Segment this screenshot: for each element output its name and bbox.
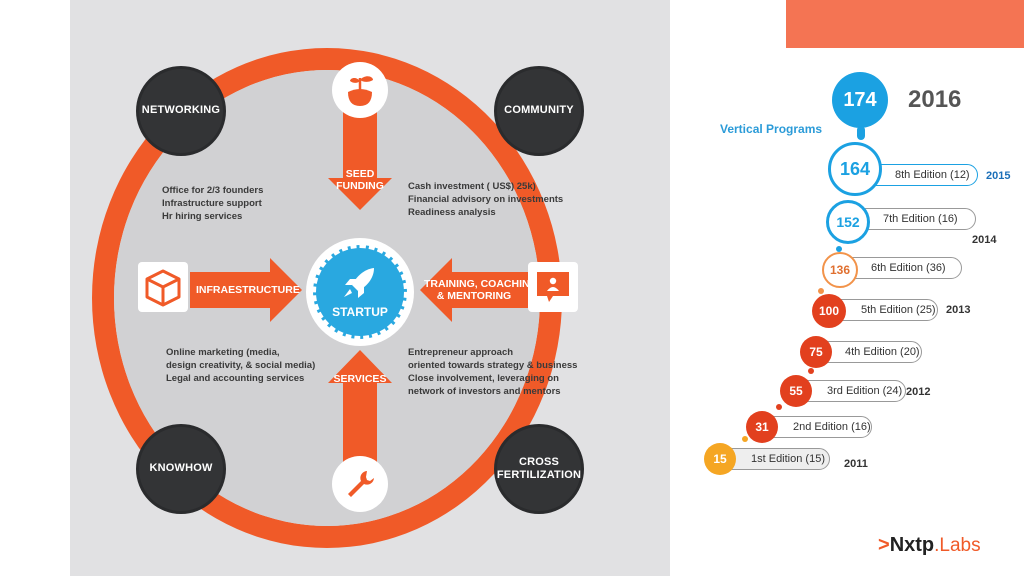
edition-number-circle: 136: [822, 252, 858, 288]
edition-pill: 2nd Edition (16): [760, 416, 872, 438]
edition-label: 5th Edition (25): [861, 304, 936, 316]
seed-arrow: [328, 112, 392, 210]
edition-label: 1st Edition (15): [751, 453, 825, 465]
wrench-icon: [348, 471, 374, 497]
timeline-dot: [776, 404, 782, 410]
cube-icon: [145, 269, 181, 307]
edition-number: 31: [755, 420, 769, 434]
edition-label: 6th Edition (36): [871, 262, 946, 274]
edition-label: 8th Edition (12): [895, 169, 970, 181]
edition-year: 2013: [946, 304, 971, 316]
cross-fertilization-circle: CROSS FERTILIZATION: [494, 424, 584, 514]
text-line: Online marketing (media,: [166, 347, 280, 358]
logo-suffix: .Labs: [934, 535, 981, 556]
edition-pill: 5th Edition (25): [828, 299, 938, 321]
edition-year: 2012: [906, 386, 931, 398]
bottom-left-text: Online marketing (media, design creativi…: [166, 346, 315, 385]
edition-number-circle: 152: [826, 200, 870, 244]
edition-number: 164: [839, 158, 871, 179]
edition-pill: 6th Edition (36): [838, 257, 962, 279]
edition-pill: 3rd Edition (24): [794, 380, 906, 402]
top-right-text: Cash investment ( US$) 25k) Financial ad…: [408, 180, 563, 219]
edition-number-circle: 164: [828, 142, 882, 196]
top-accent-bar: [786, 0, 1024, 48]
edition-pill: 7th Edition (16): [850, 208, 976, 230]
edition-year: 2011: [844, 458, 868, 470]
services-arrow: [328, 350, 392, 470]
vertical-programs-label: Vertical Programs: [720, 122, 823, 136]
top-number-circle: 174: [832, 72, 888, 128]
edition-pill: 4th Edition (20): [812, 341, 922, 363]
top-year: 2016: [908, 86, 962, 113]
networking-label: NETWORKING: [141, 104, 221, 117]
edition-number-circle: 100: [812, 294, 846, 328]
rocket-icon: [344, 268, 374, 298]
networking-circle: NETWORKING: [136, 66, 226, 156]
infra-icon-box: [138, 262, 188, 312]
startup-badge: STARTUP: [306, 238, 414, 346]
edition-number: 136: [829, 263, 851, 277]
knowhow-label: KNOWHOW: [149, 462, 213, 475]
text-line: design creativity, & social media): [166, 360, 316, 371]
edition-label: 2nd Edition (16): [793, 421, 871, 433]
startup-label: STARTUP: [332, 305, 388, 319]
edition-year: 2014: [972, 234, 997, 246]
edition-number-circle: 75: [800, 336, 832, 368]
text-line: Close involvement, leveraging on: [408, 373, 559, 384]
cross-fertilization-label: CROSS FERTILIZATION: [496, 455, 582, 481]
nxtp-labs-logo: >Nxtp.Labs: [878, 534, 981, 557]
edition-label: 3rd Edition (24): [827, 385, 903, 397]
community-circle: COMMUNITY: [494, 66, 584, 156]
training-icon-box: [528, 262, 578, 312]
bottom-right-text: Entrepreneur approach oriented towards s…: [408, 346, 577, 398]
text-line: Office for 2/3 founders: [162, 185, 264, 196]
timeline-dot: [818, 288, 824, 294]
edition-number-circle: 31: [746, 411, 778, 443]
timeline-connector: [857, 126, 865, 140]
edition-number-circle: 15: [704, 443, 736, 475]
logo-caret: >: [878, 534, 890, 556]
seed-funding-label: SEED FUNDING: [336, 168, 384, 193]
text-line: Readiness analysis: [408, 207, 496, 218]
text-line: Hr hiring services: [162, 211, 243, 222]
edition-pill: 1st Edition (15): [718, 448, 830, 470]
training-label: TRAINING, COACHING & MENTORING: [424, 278, 538, 303]
edition-number: 75: [809, 345, 823, 359]
edition-number: 100: [818, 304, 840, 318]
presentation-icon: [537, 272, 569, 302]
timeline-dot: [836, 246, 842, 252]
seedling-icon: [348, 76, 373, 106]
top-left-text: Office for 2/3 founders Infrastructure s…: [162, 184, 263, 223]
infra-arrow: [190, 258, 302, 322]
edition-number: 15: [713, 452, 727, 466]
services-icon-circle: [332, 456, 388, 512]
text-line: oriented towards strategy & business: [408, 360, 578, 371]
timeline-dot: [742, 436, 748, 442]
edition-number: 152: [836, 214, 860, 230]
infraestructure-label: INFRAESTRUCTURE: [196, 284, 300, 296]
training-arrow: [420, 258, 530, 322]
startup-inner: STARTUP: [313, 245, 407, 339]
text-line: Legal and accounting services: [166, 373, 305, 384]
knowhow-circle: KNOWHOW: [136, 424, 226, 514]
edition-label: 4th Edition (20): [845, 346, 920, 358]
edition-year: 2015: [986, 170, 1011, 182]
edition-number-circle: 55: [780, 375, 812, 407]
text-line: Infrastructure support: [162, 198, 262, 209]
edition-label: 7th Edition (16): [883, 213, 958, 225]
top-number: 174: [843, 88, 877, 111]
text-line: Cash investment ( US$) 25k): [408, 181, 536, 192]
text-line: Entrepreneur approach: [408, 347, 514, 358]
community-label: COMMUNITY: [504, 104, 574, 117]
services-label: SERVICES: [333, 373, 387, 385]
seed-icon-circle: [332, 62, 388, 118]
edition-pill: 8th Edition (12): [862, 164, 978, 186]
timeline-dot: [808, 368, 814, 374]
logo-name: Nxtp: [889, 534, 935, 556]
edition-number: 55: [789, 384, 803, 398]
text-line: Financial advisory on investments: [408, 194, 564, 205]
text-line: network of investors and mentors: [408, 386, 561, 397]
